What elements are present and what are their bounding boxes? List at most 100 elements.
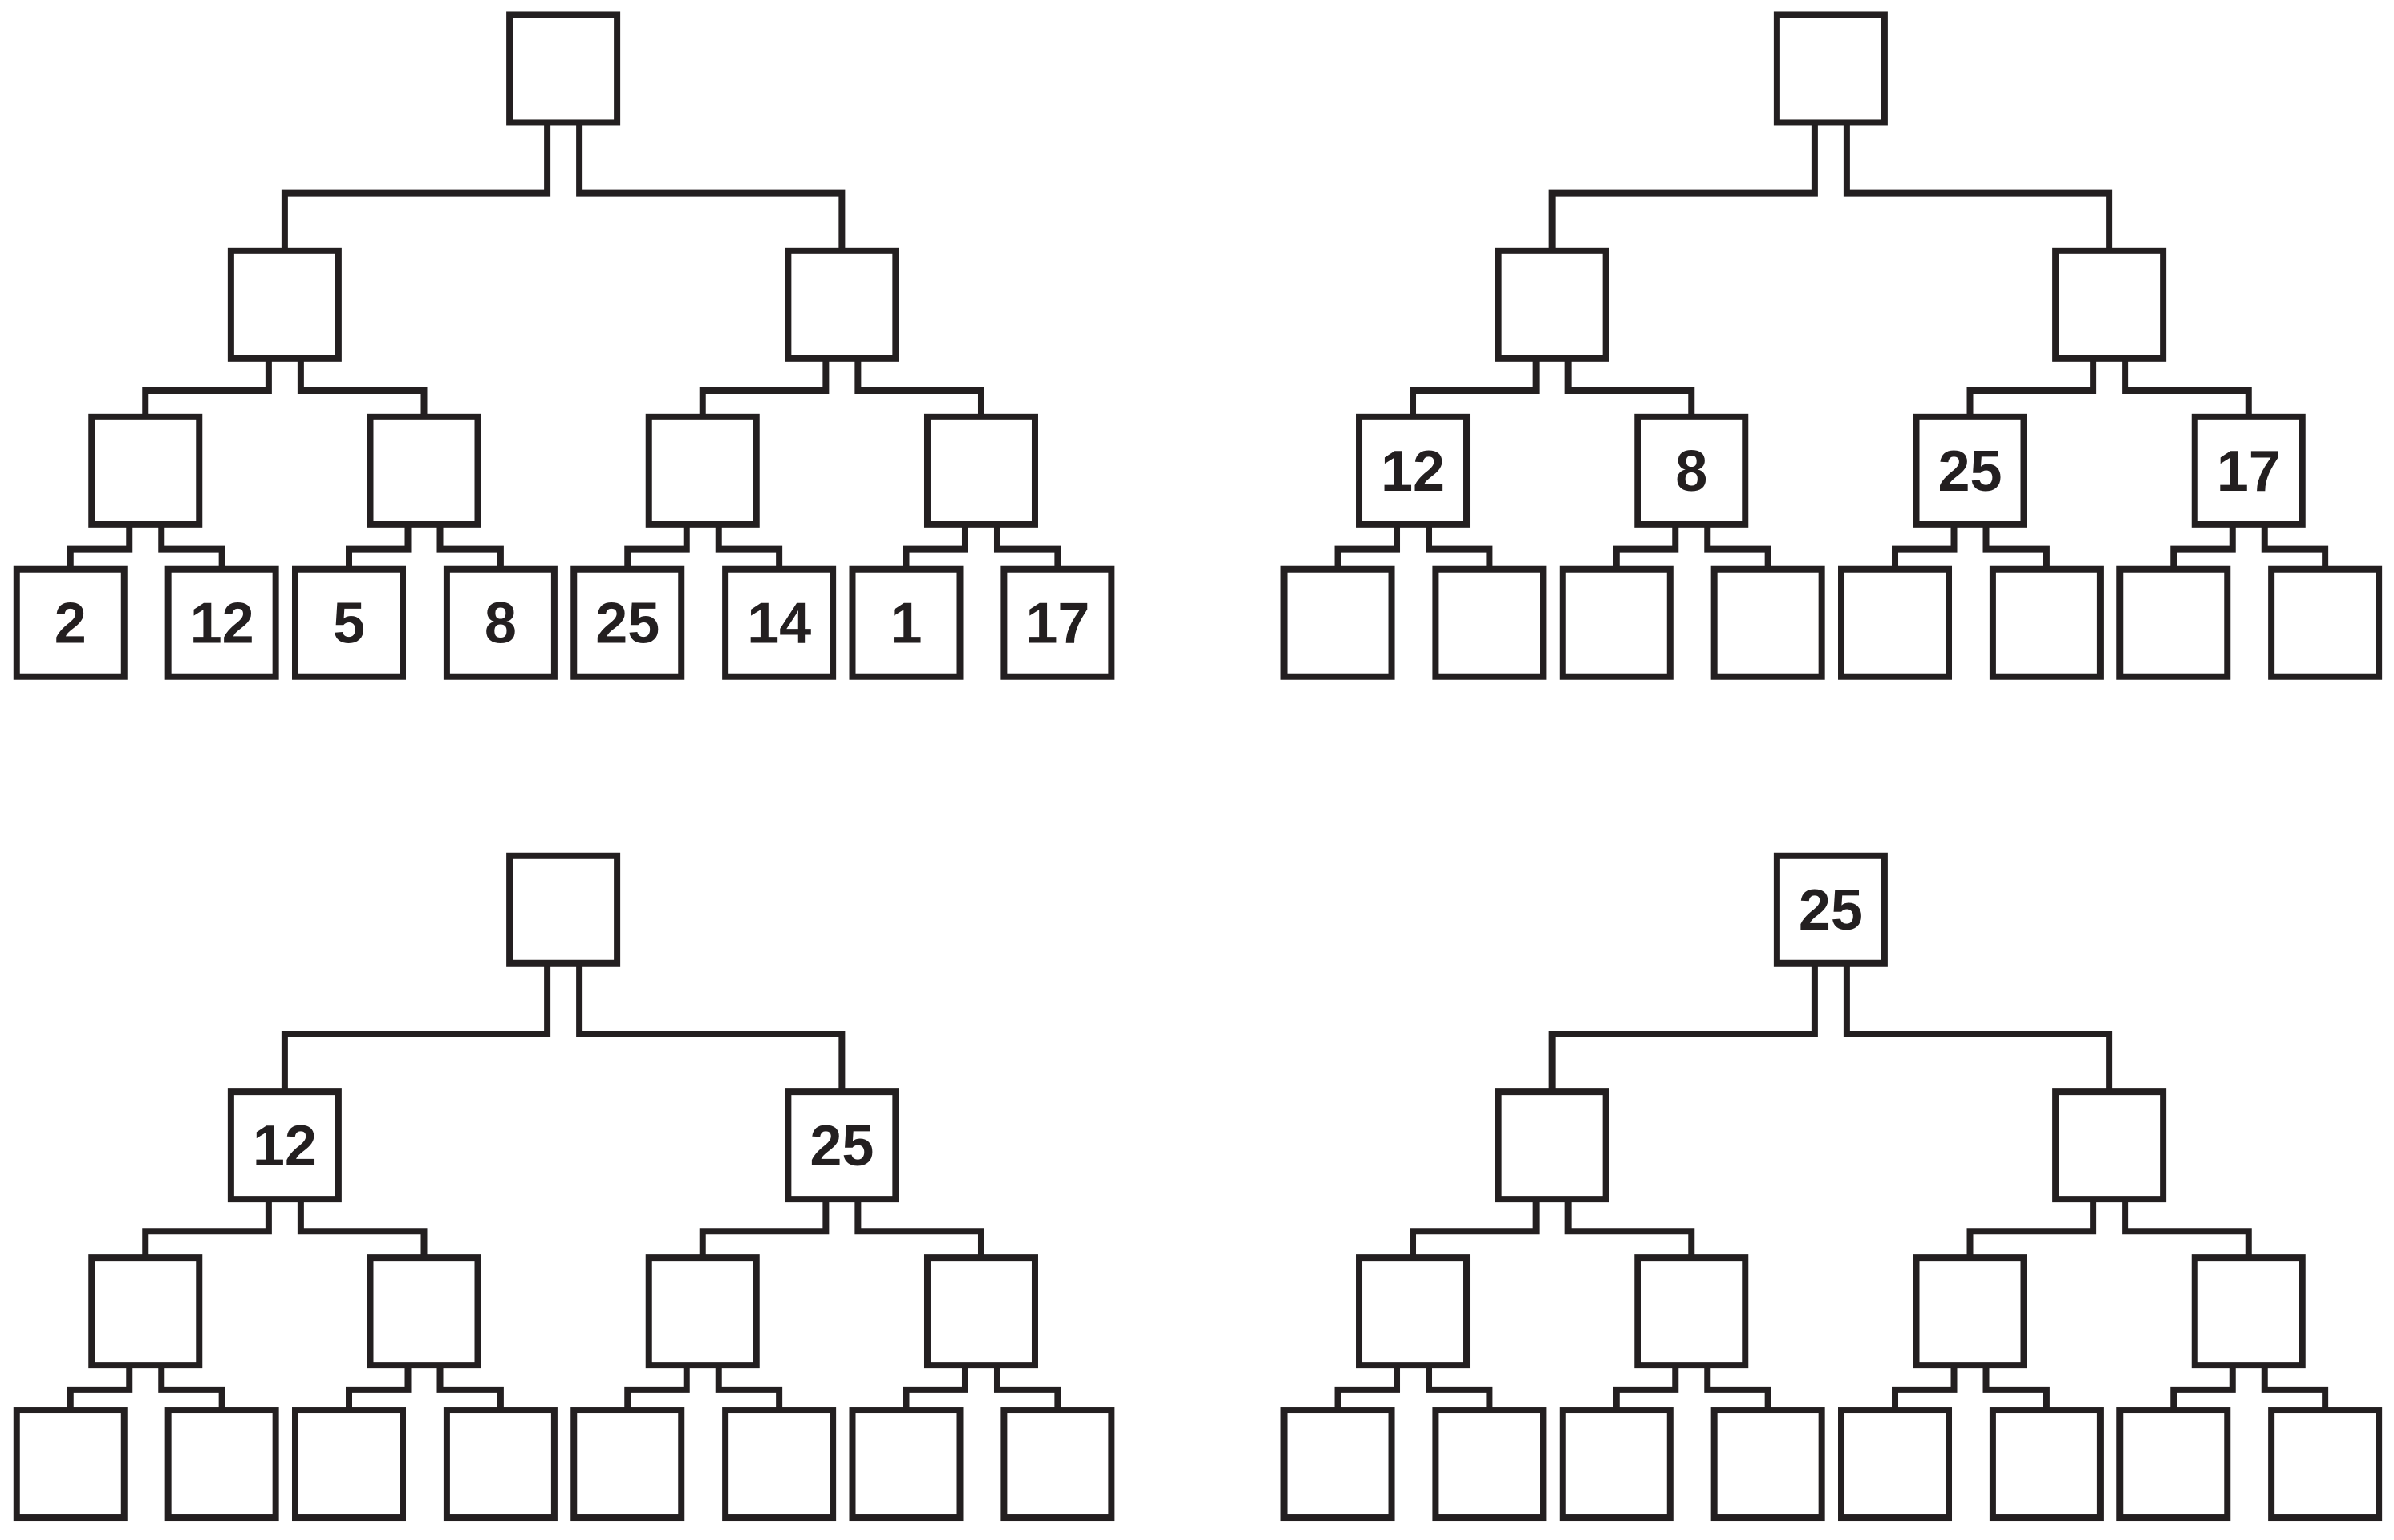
- top-left-connector-l1-n0-right: [297, 355, 428, 420]
- bottom-left-connector-l0-n0-left: [281, 959, 551, 1096]
- top-left-node-label: 2: [55, 592, 87, 656]
- bottom-left-connector-l2-n2-right: [715, 1362, 783, 1414]
- bottom-right-connector-l1-n1-left: [1966, 1196, 2097, 1262]
- top-left-connector-l0-n0-right: [576, 119, 846, 254]
- bottom-left-connector-l1-n1-right: [854, 1196, 984, 1262]
- bottom-left-node-label: 25: [809, 1114, 874, 1178]
- bottom-left-node-box: [570, 1407, 685, 1522]
- top-right-node-label: 8: [1675, 440, 1707, 504]
- bottom-left-connector-l2-n0-left: [67, 1362, 133, 1414]
- bottom-left-node-label: 12: [253, 1114, 317, 1178]
- top-right-node-label: 12: [1381, 440, 1445, 504]
- top-right-node-box: [2052, 247, 2167, 362]
- bottom-left-connector-l2-n0-right: [158, 1362, 225, 1414]
- bottom-right-connector-l0-n0-left: [1548, 959, 1818, 1096]
- bottom-left-node-box: [923, 1254, 1038, 1369]
- bottom-right-connector-l0-n0-right: [1843, 959, 2113, 1096]
- top-left-node-box: [570, 565, 685, 680]
- top-right-connector-l2-n2-left: [1892, 521, 1958, 573]
- bottom-right-node-box: [1634, 1254, 1749, 1369]
- top-left-node-box: [923, 413, 1038, 528]
- bottom-right-connector-l2-n3-right: [2261, 1362, 2329, 1414]
- bottom-left-node-box: [367, 1254, 481, 1369]
- bottom-right-node-box: [2191, 1254, 2306, 1369]
- top-right-connector-l1-n0-left: [1410, 355, 1540, 420]
- bottom-right-connector-l1-n0-right: [1564, 1196, 1695, 1262]
- bottom-right-connector-l2-n0-left: [1334, 1362, 1401, 1414]
- bottom-right-connector-l2-n1-right: [1704, 1362, 1771, 1414]
- bottom-left-connector-l1-n1-left: [699, 1196, 830, 1262]
- top-left-connector-l2-n0-right: [158, 521, 225, 573]
- bottom-right-node-box: [1432, 1407, 1547, 1522]
- top-left-node-box: [849, 565, 964, 680]
- top-left-node-label: 12: [190, 592, 254, 656]
- bottom-right-connector-l2-n3-left: [2170, 1362, 2236, 1414]
- bottom-right-node-box: [1559, 1407, 1674, 1522]
- bottom-right-node-box: [1710, 1407, 1825, 1522]
- bottom-left-node-box: [164, 1407, 279, 1522]
- top-right-node-box: [1634, 413, 1749, 528]
- top-right-node-box: [1432, 565, 1547, 680]
- top-right-node-box: [1356, 413, 1471, 528]
- bottom-right-connector-l2-n1-left: [1613, 1362, 1679, 1414]
- bottom-right-node-box: [1838, 1407, 1953, 1522]
- bottom-right-node-box: [1495, 1088, 1609, 1203]
- top-right-node-label: 25: [1938, 440, 2002, 504]
- bottom-right-node-box: [1356, 1254, 1471, 1369]
- bottom-left-connector-l2-n1-left: [346, 1362, 412, 1414]
- top-left-node-label: 1: [890, 592, 922, 656]
- top-right-node-box: [1710, 565, 1825, 680]
- top-left-connector-l2-n1-left: [346, 521, 412, 573]
- top-right-connector-l1-n0-right: [1564, 355, 1695, 420]
- top-left-node-label: 5: [333, 592, 365, 656]
- top-right-node-label: 17: [2217, 440, 2281, 504]
- top-right-connector-l2-n1-left: [1613, 521, 1679, 573]
- bottom-right-node-box: [1989, 1407, 2104, 1522]
- bottom-left-node-box: [13, 1407, 128, 1522]
- bottom-left-connector-l2-n2-left: [624, 1362, 690, 1414]
- bottom-right-node-box: [2052, 1088, 2167, 1203]
- bottom-left-node-box: [443, 1407, 558, 1522]
- top-left-node-box: [443, 565, 558, 680]
- bottom-left-node-box: [506, 852, 621, 967]
- top-left-node-box: [506, 11, 621, 126]
- bottom-left-node-box: [292, 1407, 407, 1522]
- bottom-left-node-box: [785, 1088, 899, 1203]
- top-right-node-box: [1559, 565, 1674, 680]
- bottom-right-connector-l1-n0-left: [1410, 1196, 1540, 1262]
- top-left-node-box: [645, 413, 760, 528]
- bottom-left-connector-l2-n3-left: [903, 1362, 968, 1414]
- top-left-connector-l1-n1-left: [699, 355, 830, 420]
- top-left-node-label: 8: [485, 592, 517, 656]
- top-right-node-box: [1838, 565, 1953, 680]
- top-left-connector-l1-n0-left: [142, 355, 272, 420]
- bottom-left-connector-l1-n0-right: [297, 1196, 428, 1262]
- bottom-right-node-box: [1280, 1407, 1395, 1522]
- top-right-connector-l2-n3-left: [2170, 521, 2236, 573]
- top-right-node-box: [1989, 565, 2104, 680]
- top-left-node-box: [292, 565, 407, 680]
- top-left-node-box: [785, 247, 899, 362]
- top-right-connector-l0-n0-right: [1843, 119, 2113, 254]
- bottom-right-connector-l2-n2-right: [1982, 1362, 2050, 1414]
- top-left-node-label: 14: [747, 592, 811, 656]
- bottom-left-node-box: [849, 1407, 964, 1522]
- bottom-left-connector-l1-n0-left: [142, 1196, 272, 1262]
- top-right-node-box: [2268, 565, 2383, 680]
- bottom-right-node-box: [1913, 1254, 2027, 1369]
- bottom-left-connector-l2-n1-right: [436, 1362, 504, 1414]
- top-left-connector-l2-n2-right: [715, 521, 783, 573]
- bottom-right-node-label: 25: [1799, 878, 1863, 942]
- top-right-node-box: [1280, 565, 1395, 680]
- bottom-left-node-box: [1000, 1407, 1115, 1522]
- top-left-connector-l1-n1-right: [854, 355, 984, 420]
- top-left-node-box: [13, 565, 128, 680]
- top-left-connector-l2-n3-right: [993, 521, 1061, 573]
- top-left-connector-l2-n1-right: [436, 521, 504, 573]
- top-right-connector-l1-n1-right: [2122, 355, 2252, 420]
- top-right-node-box: [1773, 11, 1888, 126]
- top-left-connector-l2-n2-left: [624, 521, 690, 573]
- top-right-connector-l2-n1-right: [1704, 521, 1771, 573]
- top-left-connector-l2-n3-left: [903, 521, 968, 573]
